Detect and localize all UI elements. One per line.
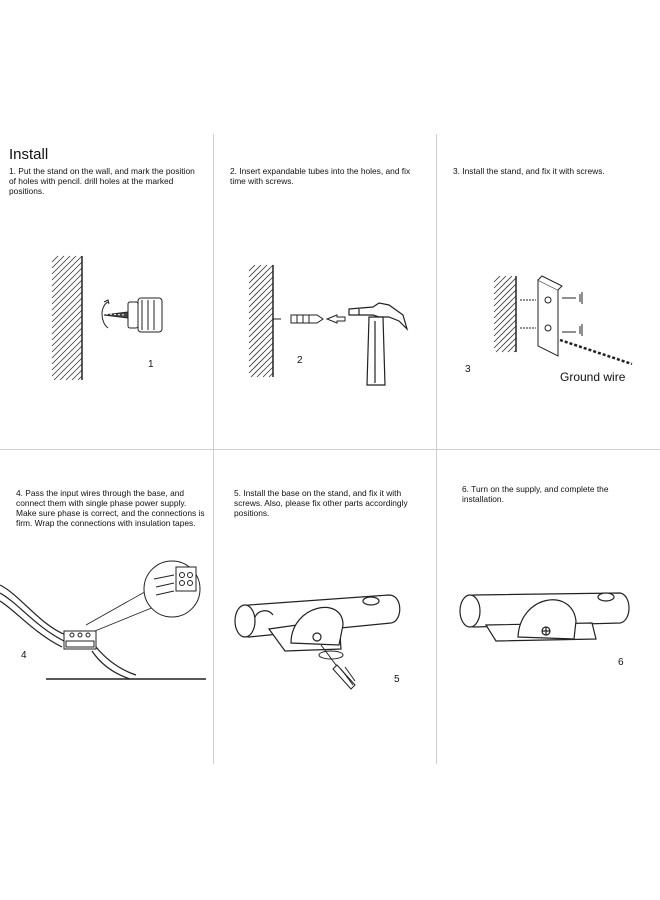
wall-hatch-lines xyxy=(51,255,83,381)
wall-hatch-icon xyxy=(81,256,83,380)
step-2-illustration xyxy=(248,264,409,386)
step-2-text: 2. Insert expandable tubes into the hole… xyxy=(230,166,411,186)
step-1-text: 1. Put the stand on the wall, and mark t… xyxy=(9,166,195,196)
step-5-illustration xyxy=(234,594,401,690)
step-6-number: 6 xyxy=(618,657,624,668)
step-3-text: 3. Install the stand, and fix it with sc… xyxy=(453,166,605,176)
terminal-magnified-icon xyxy=(143,560,201,618)
lamp-body-icon xyxy=(234,594,401,652)
step-1-illustration xyxy=(51,255,163,381)
terminal-block-icon xyxy=(63,630,97,650)
step-5-number: 5 xyxy=(394,674,400,685)
step-5-text: 5. Install the base on the stand, and fi… xyxy=(234,488,408,518)
page-title: Install xyxy=(9,146,49,163)
row-divider xyxy=(0,449,660,450)
wall-hatch-lines xyxy=(248,264,274,378)
step-6-text: 6. Turn on the supply, and complete the … xyxy=(462,484,609,504)
step-4-illustration xyxy=(0,560,206,680)
screwdriver-icon xyxy=(318,644,356,690)
hammer-icon xyxy=(348,302,409,386)
step-3-number: 3 xyxy=(465,364,471,375)
step-4-text: 4. Pass the input wires through the base… xyxy=(16,488,205,528)
mounting-bracket-icon xyxy=(520,275,583,357)
expansion-tube-icon xyxy=(290,314,324,324)
wall-hatch-lines xyxy=(493,275,517,353)
step-3-illustration xyxy=(493,275,633,366)
step-4-number: 4 xyxy=(21,650,27,661)
step-1-number: 1 xyxy=(148,359,154,370)
step-2-number: 2 xyxy=(297,355,303,366)
ground-wire-label: Ground wire xyxy=(560,370,626,384)
step-6-illustration xyxy=(459,592,630,642)
drill-icon xyxy=(101,297,163,333)
lamp-body-icon xyxy=(459,592,630,642)
